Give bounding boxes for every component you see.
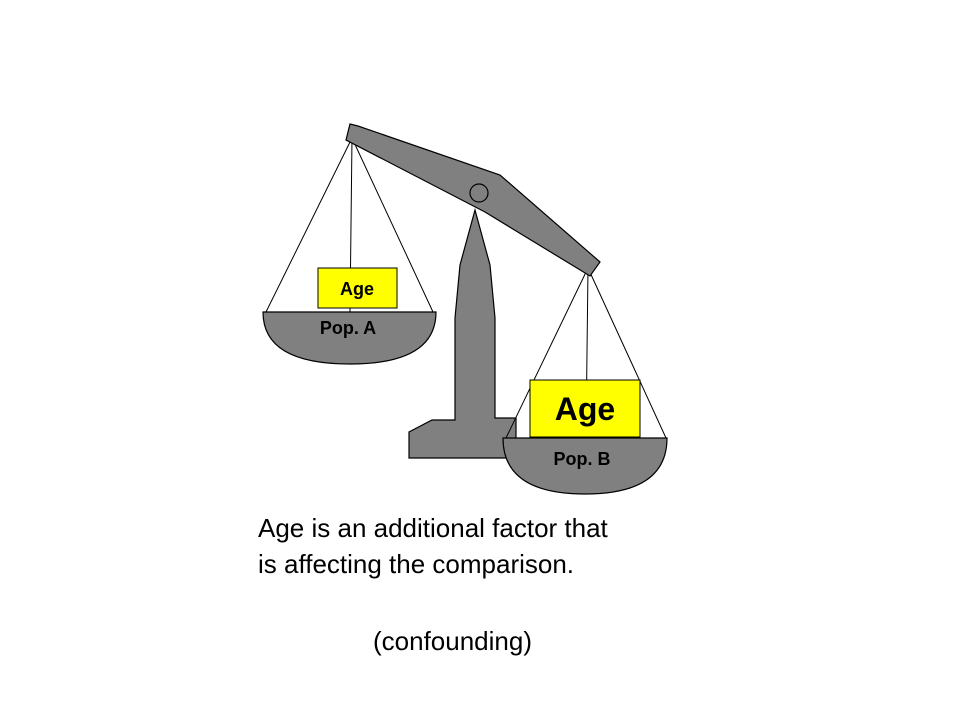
right-pan xyxy=(502,437,668,495)
scale-stand xyxy=(408,207,517,459)
left-pan xyxy=(262,311,437,365)
confounding-note: (confounding) xyxy=(373,626,532,656)
right-weight-box xyxy=(529,379,641,438)
right-pan-label: Pop. B xyxy=(554,449,611,469)
right-weight-label: Age xyxy=(555,391,615,427)
caption-line-1: Age is an additional factor that xyxy=(258,513,608,543)
left-weight-box xyxy=(317,267,398,309)
left-weight-label: Age xyxy=(340,279,374,299)
caption-line-2: is affecting the comparison. xyxy=(258,549,575,579)
left-pan-label: Pop. A xyxy=(320,318,376,338)
caption: Age is an additional factor that is affe… xyxy=(258,510,608,582)
pivot-circle xyxy=(469,183,489,203)
